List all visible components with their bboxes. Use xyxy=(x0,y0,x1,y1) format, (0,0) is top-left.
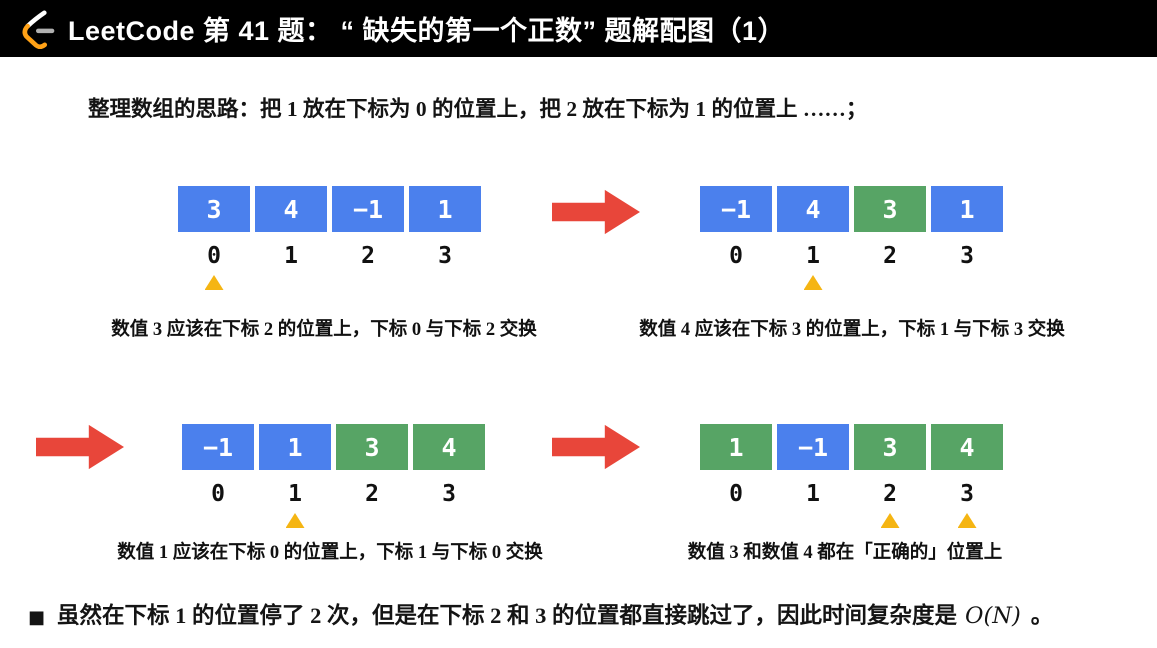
index-row: 0 1 2 3 xyxy=(700,243,1003,269)
conclusion-text: 虽然在下标 1 的位置停了 2 次，但是在下标 2 和 3 的位置都直接跳过了，… xyxy=(57,603,958,628)
index-label: 1 xyxy=(806,243,820,269)
intro-text: 整理数组的思路：把 1 放在下标为 0 的位置上，把 2 放在下标为 1 的位置… xyxy=(88,97,868,121)
pointer-triangle-icon xyxy=(880,513,900,528)
leetcode-logo-icon xyxy=(14,9,58,49)
array-cell: 1 xyxy=(259,424,331,470)
array-cell: 4 xyxy=(931,424,1003,470)
array-cell: −1 xyxy=(182,424,254,470)
array-cell: 4 xyxy=(413,424,485,470)
index-row: 0 1 2 3 xyxy=(182,481,485,507)
array-cell: 1 xyxy=(409,186,481,232)
index-label: 2 xyxy=(365,481,379,507)
array-cell: 4 xyxy=(255,186,327,232)
logo-top-stroke xyxy=(25,9,47,28)
array-cell: −1 xyxy=(777,424,849,470)
index-label: 0 xyxy=(207,243,221,269)
index-label: 1 xyxy=(284,243,298,269)
arrow-right-icon xyxy=(552,189,640,235)
header-bar: LeetCode 第 41 题： “ 缺失的第一个正数” 题解配图（1） xyxy=(0,0,1157,57)
array-cell: 3 xyxy=(336,424,408,470)
index-label: 2 xyxy=(883,481,897,507)
array-step-3: −1 1 3 4 0 1 2 3 xyxy=(182,424,485,528)
index-label: 3 xyxy=(442,481,456,507)
conclusion-line: ■ 虽然在下标 1 的位置停了 2 次，但是在下标 2 和 3 的位置都直接跳过了… xyxy=(28,598,1053,630)
array-caption: 数值 3 应该在下标 2 的位置上，下标 0 与下标 2 交换 xyxy=(111,320,537,340)
index-row: 0 1 2 3 xyxy=(700,481,1003,507)
conclusion-suffix: 。 xyxy=(1030,603,1054,628)
index-label: 0 xyxy=(729,481,743,507)
pointer-triangle-icon xyxy=(957,513,977,528)
cell-row: 3 4 −1 1 xyxy=(178,186,481,232)
index-label: 3 xyxy=(960,243,974,269)
index-label: 3 xyxy=(438,243,452,269)
array-cell: 3 xyxy=(178,186,250,232)
array-cell: 3 xyxy=(854,424,926,470)
index-row: 0 1 2 3 xyxy=(178,243,481,269)
index-label: 2 xyxy=(883,243,897,269)
pointer-row xyxy=(182,513,485,531)
index-label: 1 xyxy=(288,481,302,507)
array-cell: 1 xyxy=(700,424,772,470)
cell-row: 1 −1 3 4 xyxy=(700,424,1003,470)
array-caption: 数值 4 应该在下标 3 的位置上，下标 1 与下标 3 交换 xyxy=(639,320,1065,340)
arrow-right-icon xyxy=(36,424,124,470)
logo-bottom-stroke xyxy=(22,23,48,49)
pointer-row xyxy=(700,275,1003,293)
array-cell: 1 xyxy=(931,186,1003,232)
array-step-1: 3 4 −1 1 0 1 2 3 xyxy=(178,186,481,290)
array-cell: −1 xyxy=(700,186,772,232)
index-label: 0 xyxy=(211,481,225,507)
array-cell: 3 xyxy=(854,186,926,232)
index-label: 0 xyxy=(729,243,743,269)
index-label: 3 xyxy=(960,481,974,507)
array-caption: 数值 3 和数值 4 都在「正确的」位置上 xyxy=(687,543,1003,563)
array-caption: 数值 1 应该在下标 0 的位置上，下标 1 与下标 0 交换 xyxy=(117,543,543,563)
logo-dash xyxy=(36,28,55,33)
array-cell: 4 xyxy=(777,186,849,232)
array-step-4: 1 −1 3 4 0 1 2 3 xyxy=(700,424,1003,528)
page-title: LeetCode 第 41 题： “ 缺失的第一个正数” 题解配图（1） xyxy=(68,16,786,46)
pointer-row xyxy=(178,275,481,293)
complexity-formula: O(N) xyxy=(965,603,1021,629)
pointer-triangle-icon xyxy=(204,275,224,290)
index-label: 2 xyxy=(361,243,375,269)
pointer-triangle-icon xyxy=(803,275,823,290)
pointer-triangle-icon xyxy=(285,513,305,528)
arrow-right-icon xyxy=(552,424,640,470)
cell-row: −1 1 3 4 xyxy=(182,424,485,470)
index-label: 1 xyxy=(806,481,820,507)
array-step-2: −1 4 3 1 0 1 2 3 xyxy=(700,186,1003,290)
pointer-row xyxy=(700,513,1003,531)
array-cell: −1 xyxy=(332,186,404,232)
cell-row: −1 4 3 1 xyxy=(700,186,1003,232)
bullet-icon: ■ xyxy=(28,607,46,628)
